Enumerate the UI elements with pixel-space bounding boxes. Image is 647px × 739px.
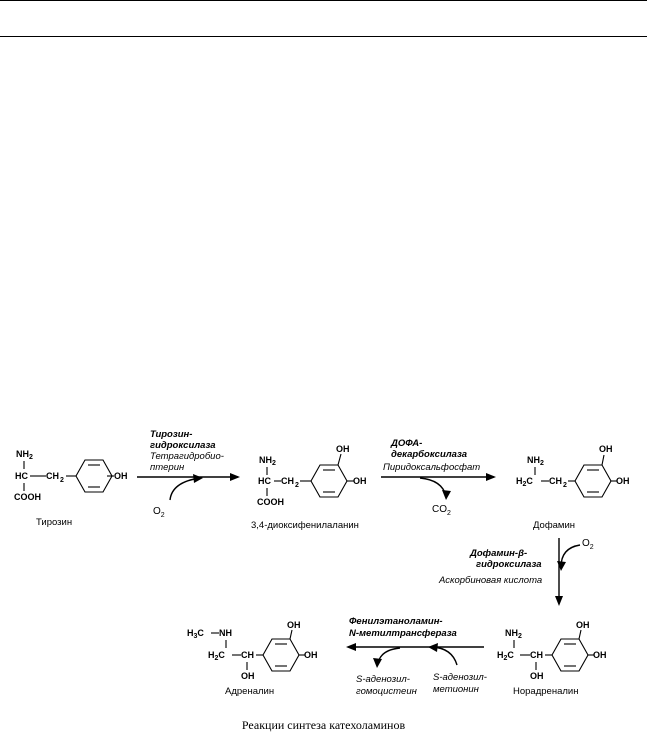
svg-text:COOH: COOH (14, 492, 41, 502)
svg-text:H2C: H2C (516, 476, 533, 488)
cofactor-pyridoxal-phosphate: Пиридоксальфосфат (383, 462, 480, 473)
enzyme-pnmt-1: Фенилэтаноламин- (349, 616, 443, 627)
svg-text:2: 2 (60, 477, 64, 484)
svg-text:CH: CH (281, 476, 294, 486)
enzyme-dopa-decarboxylase-2: декарбоксилаза (391, 449, 467, 460)
enzyme-pnmt-2: N-метилтрансфераза (349, 628, 457, 639)
svg-text:2: 2 (295, 482, 299, 489)
svg-text:OH: OH (336, 444, 350, 454)
product-sah-1: S-аденозил- (356, 674, 410, 685)
header-rule-top (0, 0, 647, 1)
svg-text:NH: NH (219, 628, 232, 638)
cofactor-tetrahydrobiopterin-2: птерин (150, 462, 185, 473)
svg-text:CH: CH (549, 476, 562, 486)
co2-product-step2: CO2 (432, 504, 451, 517)
dopa-structure: NH2 HC CH 2 COOH OH OH (257, 444, 367, 507)
svg-text:OH: OH (616, 476, 630, 486)
enzyme-dopamine-b-hydroxylase-1: Дофамин-β- (469, 548, 527, 559)
svg-text:NH2: NH2 (16, 449, 33, 461)
o2-reagent-step1: O2 (153, 506, 165, 519)
figure-caption: Реакции синтеза катехоламинов (241, 718, 406, 732)
svg-text:OH: OH (287, 620, 301, 630)
noradrenaline-structure: NH2 H2C CH OH OH OH (497, 620, 607, 681)
cofactor-tetrahydrobiopterin-1: Тетрагидробио- (150, 451, 224, 462)
svg-text:HC: HC (258, 476, 271, 486)
svg-text:NH2: NH2 (259, 455, 276, 467)
cofactor-ascorbic-acid: Аскорбиновая кислота (438, 575, 542, 586)
svg-text:OH: OH (241, 671, 255, 681)
svg-text:CH: CH (530, 650, 543, 660)
tyrosine-structure: NH2 HC CH 2 COOH OH (14, 449, 128, 502)
product-sah-2: гомоцистеин (356, 686, 418, 697)
enzyme-tyrosine-hydroxylase-2: гидроксилаза (150, 440, 216, 451)
enzyme-dopamine-b-hydroxylase-2: гидроксилаза (476, 559, 542, 570)
svg-text:OH: OH (593, 650, 607, 660)
svg-text:CH: CH (241, 650, 254, 660)
svg-text:OH: OH (114, 471, 128, 481)
o2-reagent-step3: O2 (582, 538, 594, 551)
svg-text:OH: OH (530, 671, 544, 681)
svg-text:COOH: COOH (257, 497, 284, 507)
svg-text:NH2: NH2 (527, 455, 544, 467)
svg-text:OH: OH (304, 650, 318, 660)
donor-sam-2: метионин (433, 684, 480, 695)
svg-text:OH: OH (599, 444, 613, 454)
enzyme-dopa-decarboxylase-1: ДОФА- (390, 438, 422, 449)
svg-text:H2C: H2C (208, 650, 225, 662)
header-rule-bottom (0, 36, 647, 37)
dopamine-label: Дофамин (533, 520, 575, 531)
tyrosine-label: Тирозин (36, 517, 72, 528)
svg-text:NH2: NH2 (505, 628, 522, 640)
svg-text:CH: CH (46, 471, 59, 481)
noradrenaline-label: Норадреналин (513, 686, 578, 697)
dopa-label: 3,4-диоксифенилаланин (251, 520, 359, 531)
svg-text:OH: OH (353, 476, 367, 486)
svg-text:HC: HC (15, 471, 28, 481)
donor-sam-1: S-аденозил- (433, 672, 487, 683)
svg-text:H3C: H3C (187, 628, 204, 640)
svg-text:OH: OH (576, 620, 590, 630)
enzyme-tyrosine-hydroxylase-1: Тирозин- (150, 429, 192, 440)
svg-text:H2C: H2C (497, 650, 514, 662)
adrenaline-structure: H3C NH H2C CH OH OH OH (187, 620, 318, 681)
svg-text:2: 2 (563, 482, 567, 489)
adrenaline-label: Адреналин (225, 686, 274, 697)
dopamine-structure: NH2 H2C CH 2 OH OH (516, 444, 630, 498)
